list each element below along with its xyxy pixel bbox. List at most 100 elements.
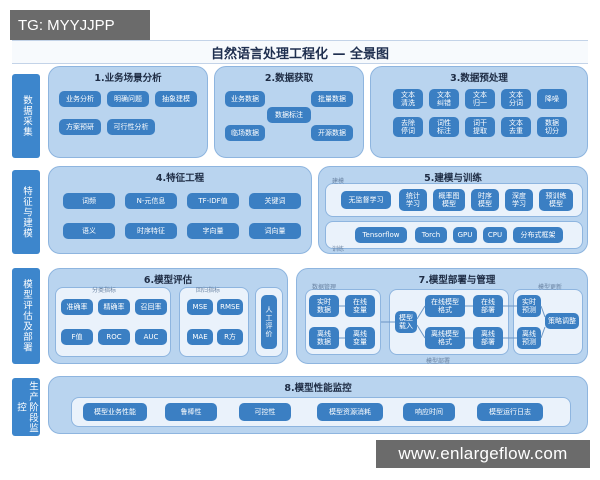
section-deployment-management: 7.模型部署与管理 数据管理 实时 数据 在线 变量 离线 数据 离线 变量 模… xyxy=(296,268,588,365)
item-tensorflow: Tensorflow xyxy=(355,227,407,243)
item-online-variables: 在线 变量 xyxy=(345,295,375,317)
item-r-squared: R方 xyxy=(217,329,243,345)
item-offline-predict: 离线 预测 xyxy=(517,327,541,349)
item-ngram: N-元信息 xyxy=(125,193,177,209)
section-title: 8.模型性能监控 xyxy=(284,383,352,394)
item-solution-research: 方案预研 xyxy=(59,119,101,135)
item-deep-learning: 深度 学习 xyxy=(505,189,533,211)
item-gpu: GPU xyxy=(453,227,477,243)
row-label-feature-modeling: 特征与建模 xyxy=(12,170,40,254)
item-onsite-data: 临场数据 xyxy=(225,125,265,141)
section-feature-engineering: 4.特征工程 词频 N-元信息 TF-IDF值 关键词 语义 时序特征 字向量 … xyxy=(48,166,312,254)
item-stemming: 词干 提取 xyxy=(465,117,495,137)
item-roc: ROC xyxy=(98,329,130,345)
item-auc: AUC xyxy=(135,329,167,345)
group-tag-model-update: 模型更新 xyxy=(538,284,563,291)
item-torch: Torch xyxy=(415,227,447,243)
item-semantics: 语义 xyxy=(63,223,115,239)
item-text-correction: 文本 纠错 xyxy=(429,89,459,109)
item-graphical-models: 概率图 模型 xyxy=(433,189,465,211)
section-business-analysis: 1.业务场景分析 业务分析 明确问题 抽象建模 方案预研 可行性分析 xyxy=(48,66,208,158)
item-realtime-data: 实时 数据 xyxy=(309,295,339,317)
watermark-bottom: www.enlargeflow.com xyxy=(376,440,590,468)
item-remove-stopwords: 去除 停词 xyxy=(393,117,423,137)
item-keywords: 关键词 xyxy=(249,193,301,209)
item-cpu: CPU xyxy=(483,227,507,243)
section-title: 1.业务场景分析 xyxy=(94,73,162,84)
item-distributed-framework: 分布式框架 xyxy=(513,227,563,243)
item-resource-consumption: 模型资源消耗 xyxy=(317,403,383,421)
item-model-load: 模型 载入 xyxy=(395,311,417,333)
item-batch-data: 批量数据 xyxy=(311,91,353,107)
item-offline-model-format: 离线模型 格式 xyxy=(425,327,465,349)
item-strategy-adjust: 策略调整 xyxy=(545,313,579,329)
flow-arrows xyxy=(339,305,546,339)
item-online-model-format: 在线模型 格式 xyxy=(425,295,465,317)
item-text-cleaning: 文本 清洗 xyxy=(393,89,423,109)
item-text-normalization: 文本 归一 xyxy=(465,89,495,109)
item-human-evaluation: 人工评价 xyxy=(261,295,277,349)
item-f-score: F值 xyxy=(61,329,93,345)
item-statistical-learning: 统计 学习 xyxy=(399,189,427,211)
item-abstract-modeling: 抽象建模 xyxy=(155,91,197,107)
section-title: 7.模型部署与管理 xyxy=(418,275,496,286)
group-tag-model-deploy: 模型部署 xyxy=(426,358,451,365)
row-label-data-collection: 数据采集 xyxy=(12,74,40,158)
item-temporal-features: 时序特征 xyxy=(125,223,177,239)
item-business-data: 业务数据 xyxy=(225,91,265,107)
item-text-segmentation: 文本 分词 xyxy=(501,89,531,109)
item-pos-tagging: 词性 标注 xyxy=(429,117,459,137)
item-runtime-logs: 模型运行日志 xyxy=(477,403,543,421)
item-sequence-models: 时序 模型 xyxy=(471,189,499,211)
item-define-problem: 明确问题 xyxy=(107,91,149,107)
section-model-evaluation: 6.模型评估 分类指标 准确率 精确率 召回率 F值 ROC AUC 回归指标 … xyxy=(48,268,288,364)
item-online-deploy: 在线 部署 xyxy=(473,295,503,317)
group-tag-modeling: 建模 xyxy=(332,178,345,185)
item-mse: MSE xyxy=(187,299,213,315)
item-business-performance: 模型业务性能 xyxy=(83,403,147,421)
item-offline-deploy: 离线 部署 xyxy=(473,327,503,349)
item-mae: MAE xyxy=(187,329,213,345)
group-tag-regression: 回归指标 xyxy=(196,287,221,294)
section-data-acquisition: 2.数据获取 业务数据 批量数据 数据标注 临场数据 开源数据 xyxy=(214,66,364,158)
item-denoise: 降噪 xyxy=(537,89,567,109)
item-term-frequency: 词频 xyxy=(63,193,115,209)
group-tag-training: 训练 xyxy=(332,246,345,253)
item-precision: 精确率 xyxy=(98,299,130,315)
watermark-top: TG: MYYJJPP xyxy=(10,10,150,40)
item-rmse: RMSE xyxy=(217,299,243,315)
section-title: 2.数据获取 xyxy=(264,73,314,84)
group-regression-metrics: 回归指标 xyxy=(179,287,249,357)
row-label-eval-deploy: 模型评估及部署 xyxy=(12,268,40,364)
section-title: 6.模型评估 xyxy=(143,275,193,286)
diagram-title: 自然语言处理工程化 — 全景图 xyxy=(12,40,588,64)
item-char-vectors: 字向量 xyxy=(187,223,239,239)
item-controllability: 可控性 xyxy=(239,403,291,421)
item-data-labeling: 数据标注 xyxy=(267,107,311,123)
section-title: 5.建模与训练 xyxy=(424,173,482,184)
item-accuracy: 准确率 xyxy=(61,299,93,315)
item-dedup: 文本 去重 xyxy=(501,117,531,137)
item-robustness: 鲁棒性 xyxy=(165,403,217,421)
section-performance-monitoring: 8.模型性能监控 模型业务性能 鲁棒性 可控性 模型资源消耗 响应时间 模型运行… xyxy=(48,376,588,434)
item-data-split: 数据 切分 xyxy=(537,117,567,137)
section-data-preprocessing: 3.数据预处理 文本 清洗 文本 纠错 文本 归一 文本 分词 降噪 去除 停词… xyxy=(370,66,588,158)
item-word-vectors: 词向量 xyxy=(249,223,301,239)
group-classification-metrics: 分类指标 xyxy=(55,287,171,357)
item-realtime-predict: 实时 预测 xyxy=(517,295,541,317)
group-tag-data-management: 数据管理 xyxy=(312,284,337,291)
group-tag-classification: 分类指标 xyxy=(92,287,117,294)
item-offline-variables: 离线 变量 xyxy=(345,327,375,349)
section-title: 3.数据预处理 xyxy=(450,73,508,84)
item-business-analysis: 业务分析 xyxy=(59,91,101,107)
item-tfidf: TF-IDF值 xyxy=(187,193,239,209)
item-unsupervised: 无监督学习 xyxy=(341,191,391,209)
item-feasibility: 可行性分析 xyxy=(107,119,155,135)
row-label-monitoring: 生产阶段监控 xyxy=(12,378,40,436)
section-modeling-training: 5.建模与训练 建模 无监督学习 统计 学习 概率图 模型 时序 模型 深度 学… xyxy=(318,166,588,254)
item-recall: 召回率 xyxy=(135,299,167,315)
section-title: 4.特征工程 xyxy=(155,173,205,184)
item-open-data: 开源数据 xyxy=(311,125,353,141)
item-response-time: 响应时间 xyxy=(403,403,455,421)
item-pretrained-models: 预训练 模型 xyxy=(539,189,573,211)
